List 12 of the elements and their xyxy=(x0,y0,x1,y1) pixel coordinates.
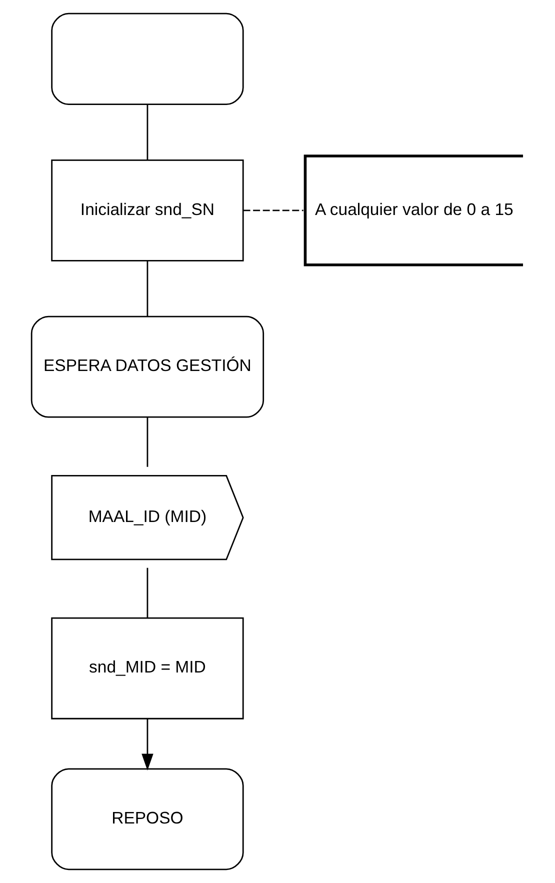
connector xyxy=(146,104,148,160)
arrow xyxy=(141,718,153,771)
node-oval xyxy=(50,12,244,106)
node-box: REPOSO xyxy=(50,768,244,870)
node-text: A cualquier valor de 0 a 15 xyxy=(314,200,513,219)
connector xyxy=(242,210,303,212)
connector xyxy=(146,260,148,316)
node-box: snd_MID = MID xyxy=(50,617,244,720)
node-box: ESPERA DATOS GESTIÓN xyxy=(30,316,264,418)
connector xyxy=(146,417,148,467)
connector xyxy=(146,568,148,618)
node-box: Inicializar snd_SN xyxy=(50,159,244,262)
